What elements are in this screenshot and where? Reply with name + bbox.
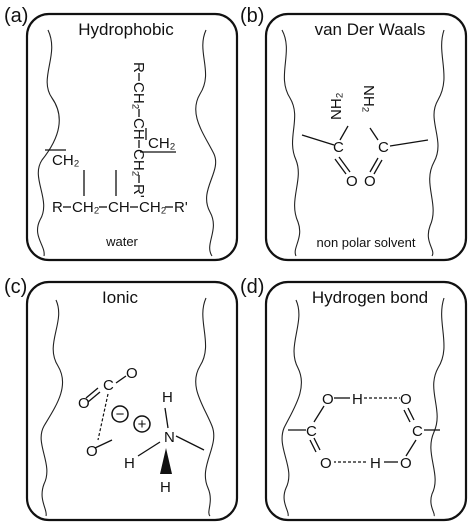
panel-d-h-1: H bbox=[352, 391, 363, 408]
panel-c-c: C bbox=[103, 377, 114, 394]
panel-a-vertical-chain: R CH₂ CH CH₂ R' bbox=[130, 62, 147, 198]
panel-c-h-1: H bbox=[162, 389, 173, 406]
panel-a-v-ch2-2: CH₂ bbox=[130, 149, 147, 177]
panel-d-bond bbox=[313, 405, 325, 423]
panel-a-ch2-1: CH₂ bbox=[72, 199, 100, 216]
panel-c-double-bond bbox=[85, 387, 99, 399]
panel-a-v-r: R bbox=[130, 62, 147, 73]
panel-d-double-bond bbox=[313, 437, 321, 451]
panel-c-plus-sign: + bbox=[138, 416, 147, 433]
panel-c-bond bbox=[94, 439, 113, 449]
panel-c-title: Ionic bbox=[102, 288, 138, 307]
svg-text:NH₂: NH₂ bbox=[328, 92, 345, 120]
panel-b-letter: (b) bbox=[240, 5, 264, 27]
panel-a-ch2-branch-2: CH₂ bbox=[148, 135, 176, 152]
panel-b-right-chain bbox=[427, 29, 445, 257]
panel-c-right-chain bbox=[195, 297, 215, 517]
panel-c-bond bbox=[137, 441, 161, 457]
panel-c-bond bbox=[164, 407, 169, 429]
panel-d-double-bond bbox=[407, 407, 415, 421]
panel-c-h-3: H bbox=[160, 479, 171, 496]
panel-a-r-prime: R' bbox=[174, 199, 188, 216]
panel-c-wedge-bond bbox=[160, 448, 172, 474]
panel-d-letter: (d) bbox=[240, 276, 264, 298]
panel-c-left-chain bbox=[40, 299, 64, 517]
panel-c-n: N bbox=[164, 429, 175, 446]
panel-d-double-bond bbox=[403, 409, 411, 423]
panel-c-frame bbox=[25, 280, 239, 522]
panel-a-v-r-prime: R' bbox=[130, 184, 147, 198]
panel-d-c-2: C bbox=[412, 423, 423, 440]
panel-b-double-bond bbox=[334, 158, 347, 175]
panel-c-h-2: H bbox=[124, 455, 135, 472]
panel-d-o-4: O bbox=[320, 455, 332, 472]
panel-a-solvent: water bbox=[105, 234, 138, 249]
panel-a-ch2-branch: CH₂ bbox=[52, 152, 80, 169]
panel-b-double-bond bbox=[369, 157, 379, 173]
panel-a-v-ch2-1: CH₂ bbox=[130, 82, 147, 110]
panel-b-c-2: C bbox=[378, 139, 389, 156]
panel-b-bond bbox=[369, 127, 379, 141]
panel-d: (d) Hydrogen bond C O H O C O H O bbox=[240, 276, 468, 522]
panel-c-o-1: O bbox=[78, 395, 90, 412]
panel-d-o-3: O bbox=[400, 455, 412, 472]
panel-a-ch2-2: CH₂ bbox=[139, 199, 167, 216]
panel-d-o-1: O bbox=[322, 391, 334, 408]
panel-b-frame bbox=[264, 12, 468, 262]
panel-c-minus-sign: − bbox=[116, 406, 125, 423]
panel-b-o-2: O bbox=[364, 173, 376, 190]
panel-a-ch: CH bbox=[108, 199, 130, 216]
panel-d-frame bbox=[264, 280, 468, 522]
panel-b-solvent: non polar solvent bbox=[316, 235, 415, 250]
panel-b-c-1: C bbox=[333, 139, 344, 156]
panel-b-nh2-1: NH₂ bbox=[328, 92, 345, 120]
panel-b-left-chain bbox=[281, 29, 301, 257]
panel-c-double-bond bbox=[87, 391, 101, 403]
panel-d-h-2: H bbox=[370, 455, 381, 472]
panel-d-left-chain bbox=[281, 299, 302, 517]
panel-a-right-chain bbox=[195, 29, 217, 257]
panel-c-partial-bond bbox=[97, 393, 109, 441]
panel-d-double-bond bbox=[309, 439, 317, 453]
panel-a-frame bbox=[25, 12, 239, 262]
panel-b-title: van Der Waals bbox=[315, 20, 426, 39]
panel-c-o-3: O bbox=[86, 443, 98, 460]
panel-b-double-bond bbox=[338, 156, 351, 173]
panel-c-bond bbox=[175, 435, 205, 451]
panel-d-title: Hydrogen bond bbox=[312, 288, 428, 307]
panel-d-right-chain bbox=[430, 297, 445, 517]
panel-d-c-1: C bbox=[306, 423, 317, 440]
panel-a: (a) Hydrophobic CH₂ R CH₂ CH CH₂ R' R CH… bbox=[4, 5, 239, 262]
panel-b-bond bbox=[339, 125, 349, 141]
panel-b-o-1: O bbox=[346, 173, 358, 190]
panel-c-plus-charge bbox=[133, 415, 151, 433]
panel-b-bond bbox=[301, 134, 335, 146]
panel-a-title: Hydrophobic bbox=[78, 20, 174, 39]
panel-c-letter: (c) bbox=[4, 276, 27, 298]
panel-a-left-chain bbox=[36, 29, 60, 257]
panel-c: (c) Ionic O C O O − + H N H H bbox=[4, 276, 239, 522]
svg-text:NH₂: NH₂ bbox=[360, 85, 377, 113]
panel-d-bond bbox=[405, 439, 417, 457]
panel-a-v-ch: CH bbox=[130, 118, 147, 140]
panel-b-nh2-2: NH₂ bbox=[360, 85, 377, 113]
panel-b: (b) van Der Waals C O NH₂ NH₂ C O non po… bbox=[240, 5, 468, 262]
panel-b-bond bbox=[389, 139, 429, 147]
panel-a-r: R bbox=[52, 199, 63, 216]
panel-d-o-2: O bbox=[400, 391, 412, 408]
panel-c-o-2: O bbox=[126, 365, 138, 382]
panel-b-double-bond bbox=[373, 159, 383, 175]
panel-a-letter: (a) bbox=[4, 5, 28, 27]
panel-c-minus-charge bbox=[111, 405, 129, 423]
panel-c-bond bbox=[115, 375, 127, 384]
